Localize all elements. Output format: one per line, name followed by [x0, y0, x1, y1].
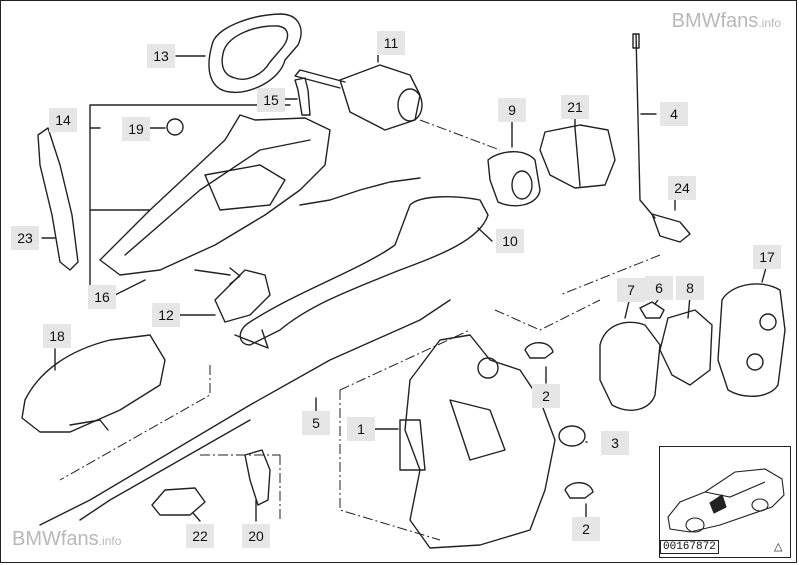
watermark-bottom-brand: BMWfans — [12, 528, 99, 550]
cable — [299, 177, 421, 206]
part-23-strap — [37, 127, 79, 271]
part-2-screw-bottom — [564, 482, 594, 499]
callout-20: 20 — [242, 524, 270, 548]
callout-2-top: 2 — [532, 384, 560, 408]
callout-10: 10 — [496, 229, 524, 253]
watermark-top-brand: BMWfans — [671, 10, 759, 32]
part-7-cover — [599, 321, 661, 411]
part-18-cover — [21, 334, 166, 433]
part-17-plate — [717, 283, 786, 397]
callout-15: 15 — [257, 88, 285, 112]
callout-24: 24 — [668, 176, 696, 200]
part-14-carrier — [99, 114, 331, 276]
callout-1: 1 — [347, 417, 375, 441]
callout-14: 14 — [49, 108, 77, 132]
part-3-grommet — [558, 425, 586, 447]
callout-19: 19 — [122, 117, 150, 141]
callout-3: 3 — [601, 431, 629, 455]
callout-22: 22 — [186, 524, 214, 548]
watermark-top-suffix: .info — [758, 16, 781, 30]
part-1-lock — [399, 334, 556, 549]
callout-16: 16 — [88, 285, 116, 309]
callout-8: 8 — [676, 276, 704, 300]
part-9-cover-cap — [487, 151, 541, 207]
part-21-cap — [539, 124, 616, 189]
part-8-striker — [659, 309, 713, 386]
watermark-bottom-suffix: .info — [98, 534, 122, 548]
part-24-switch — [651, 213, 691, 243]
watermark-top: BMWfans.info — [672, 10, 781, 33]
part-5-bowden-cable — [39, 299, 451, 526]
part-19-screw — [166, 118, 184, 136]
part-15-screw — [294, 77, 311, 116]
part-2-screw-top — [524, 342, 554, 359]
catalog-number: 00167872 — [660, 540, 719, 554]
callout-12: 12 — [152, 303, 180, 327]
part-12-gasket — [214, 269, 271, 323]
callout-18: 18 — [43, 324, 71, 348]
callout-9: 9 — [498, 98, 526, 122]
part-6-screw — [639, 301, 665, 319]
callout-2-bottom: 2 — [572, 517, 600, 541]
watermark-bottom: BMWfans.info — [12, 528, 121, 551]
callout-11: 11 — [377, 31, 405, 55]
part-11-lock-cylinder — [294, 64, 423, 131]
car-thumbnail-inset — [659, 446, 791, 558]
callout-21: 21 — [561, 95, 589, 119]
callout-4: 4 — [660, 102, 688, 126]
callout-23: 23 — [11, 226, 39, 250]
callout-7: 7 — [617, 278, 645, 302]
callout-5: 5 — [302, 411, 330, 435]
callout-6: 6 — [645, 276, 673, 300]
part-20-bracket — [244, 449, 271, 506]
part-22-clip — [151, 487, 206, 516]
callout-17: 17 — [753, 245, 781, 269]
part-13-gasket — [208, 13, 302, 94]
car-outline-icon — [667, 468, 785, 533]
callout-13: 13 — [147, 44, 175, 68]
part-10-door-handle — [234, 196, 489, 349]
corner-arrow-icon: △ — [774, 541, 783, 553]
part-4-rod — [632, 33, 656, 219]
